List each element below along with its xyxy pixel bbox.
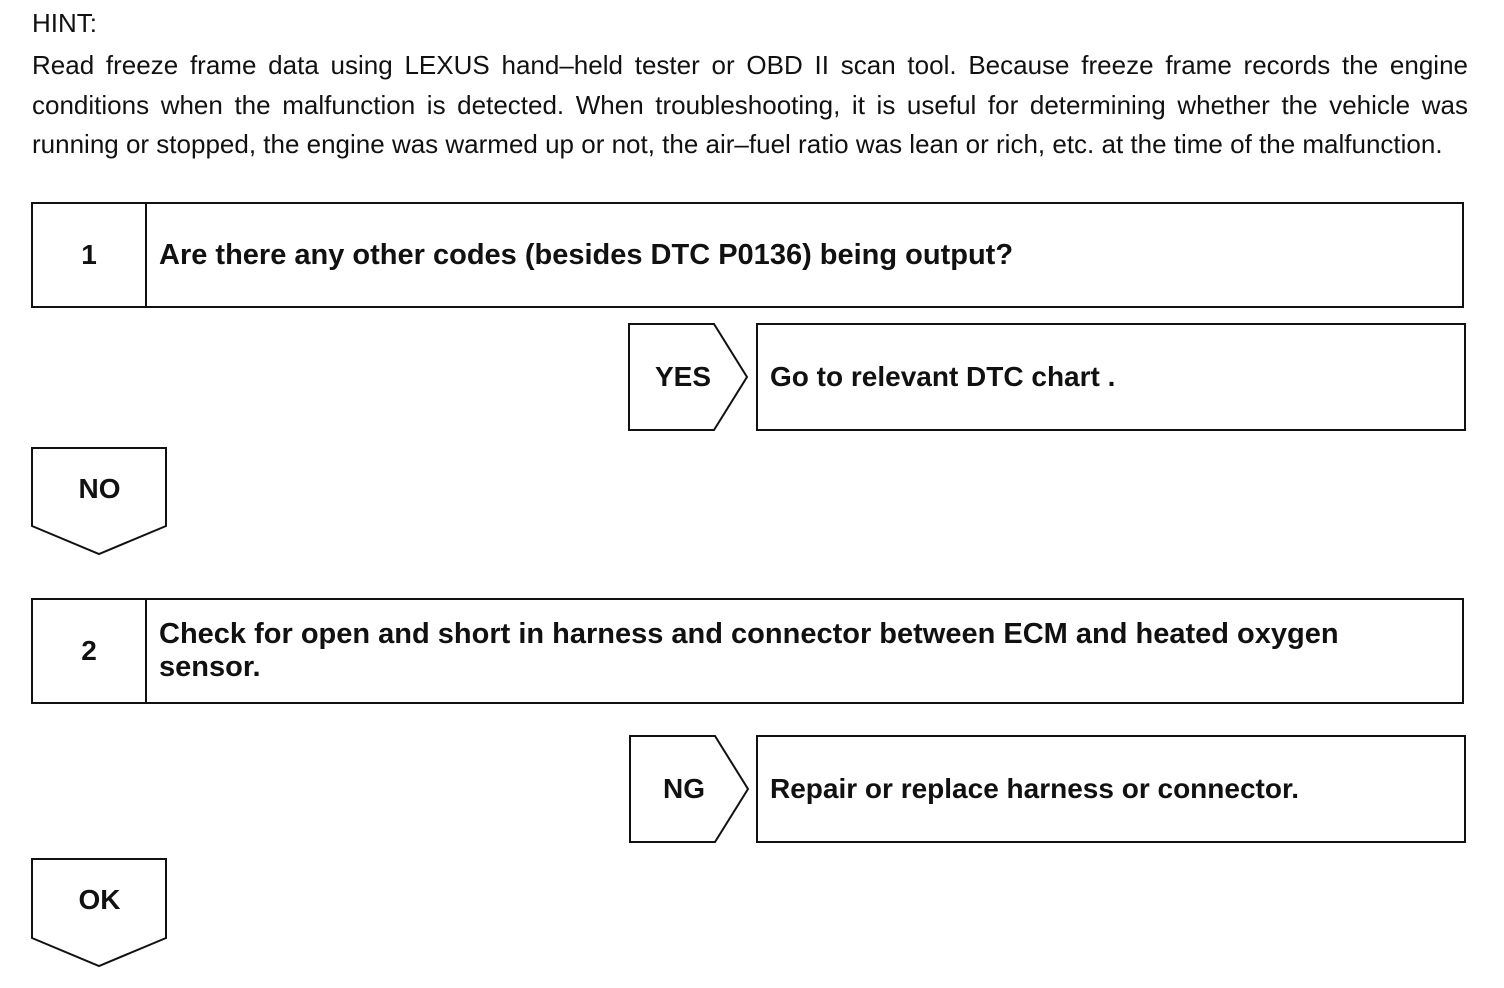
no-branch-label: NO [78,473,121,504]
yes-arrow-shape [628,323,749,431]
step-1-box: 1 Are there any other codes (besides DTC… [31,202,1464,308]
ok-arrow-shape [31,858,167,968]
yes-branch-label: YES [654,361,712,392]
ng-branch-label: NG [663,773,705,804]
ng-arrow-shape [629,735,750,843]
step-2-box: 2 Check for open and short in harness an… [31,598,1464,704]
step-1-question: Are there any other codes (besides DTC P… [159,238,1014,271]
no-arrow-shape [31,447,167,556]
hint-text: Read freeze frame data using LEXUS hand–… [32,50,1468,159]
ok-branch-label: OK [78,884,121,915]
ng-result-box: Repair or replace harness or connector. [756,735,1466,843]
step-1-number: 1 [33,204,147,306]
step-2-number: 2 [33,600,147,702]
yes-result-box: Go to relevant DTC chart . [756,323,1466,431]
hint-label: HINT: [32,8,97,38]
step-2-question: Check for open and short in harness and … [159,618,1339,683]
